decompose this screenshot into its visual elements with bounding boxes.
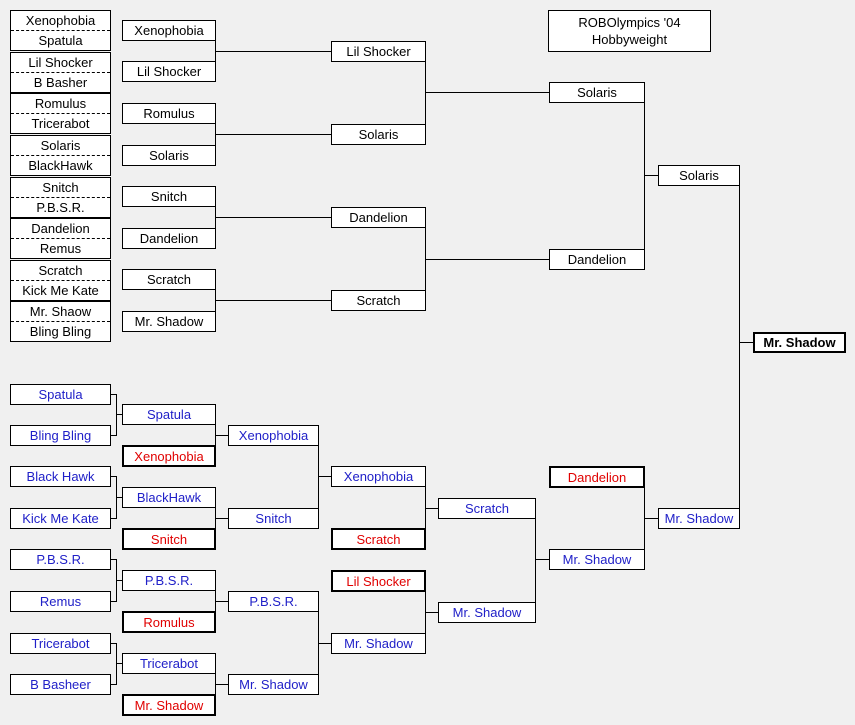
- losers-entrant: Spatula: [10, 384, 111, 405]
- competitor: Mr. Shaow: [11, 302, 110, 322]
- round3-winner: Scratch: [331, 290, 426, 311]
- losers-winner: Mr. Shadow: [228, 674, 319, 695]
- losers-entrant: Black Hawk: [10, 466, 111, 487]
- round2-winner: Lil Shocker: [122, 61, 216, 82]
- losers-entrant: Remus: [10, 591, 111, 612]
- round1-match: Dandelion Remus: [10, 218, 111, 259]
- round1-match: Snitch P.B.S.R.: [10, 177, 111, 218]
- competitor: Bling Bling: [29, 324, 92, 339]
- losers-entrant: Tricerabot: [10, 633, 111, 654]
- round2-winner: Scratch: [122, 269, 216, 290]
- round4-winner: Dandelion: [549, 249, 645, 270]
- round1-match: Mr. Shaow Bling Bling: [10, 301, 111, 342]
- competitor: Snitch: [11, 178, 110, 198]
- competitor: Kick Me Kate: [22, 283, 99, 298]
- competitor: Romulus: [11, 94, 110, 114]
- losers-dropin: Romulus: [122, 611, 216, 633]
- losers-dropin: Xenophobia: [122, 445, 216, 467]
- losers-winner: Spatula: [122, 404, 216, 425]
- round2-winner: Snitch: [122, 186, 216, 207]
- losers-dropin: Mr. Shadow: [122, 694, 216, 716]
- winners-final-winner: Solaris: [658, 165, 740, 186]
- losers-dropin: Scratch: [331, 528, 426, 550]
- round1-match: Lil Shocker B Basher: [10, 52, 111, 93]
- tournament-title: ROBOlympics '04 Hobbyweight: [548, 10, 711, 52]
- round2-winner: Romulus: [122, 103, 216, 124]
- losers-entrant: B Basheer: [10, 674, 111, 695]
- round3-winner: Dandelion: [331, 207, 426, 228]
- competitor: P.B.S.R.: [36, 200, 85, 215]
- competitor: Xenophobia: [11, 11, 110, 31]
- losers-winner: Xenophobia: [331, 466, 426, 487]
- losers-dropin: Lil Shocker: [331, 570, 426, 592]
- losers-winner: Mr. Shadow: [549, 549, 645, 570]
- losers-entrant: P.B.S.R.: [10, 549, 111, 570]
- round2-winner: Dandelion: [122, 228, 216, 249]
- losers-winner: Mr. Shadow: [331, 633, 426, 654]
- round3-winner: Lil Shocker: [331, 41, 426, 62]
- losers-winner: Scratch: [438, 498, 536, 519]
- losers-dropin: Dandelion: [549, 466, 645, 488]
- round1-match: Solaris BlackHawk: [10, 135, 111, 176]
- losers-winner: P.B.S.R.: [228, 591, 319, 612]
- round1-match: Xenophobia Spatula: [10, 10, 111, 51]
- losers-winner: P.B.S.R.: [122, 570, 216, 591]
- title-line-1: ROBOlympics '04: [578, 15, 681, 30]
- round1-match: Romulus Tricerabot: [10, 93, 111, 134]
- competitor: Scratch: [11, 261, 110, 281]
- round2-winner: Solaris: [122, 145, 216, 166]
- losers-winner: Mr. Shadow: [438, 602, 536, 623]
- competitor: BlackHawk: [28, 158, 93, 173]
- losers-winner: Tricerabot: [122, 653, 216, 674]
- title-line-2: Hobbyweight: [591, 32, 668, 47]
- round2-winner: Mr. Shadow: [122, 311, 216, 332]
- competitor: Dandelion: [11, 219, 110, 239]
- round3-winner: Solaris: [331, 124, 426, 145]
- losers-winner: Snitch: [228, 508, 319, 529]
- competitor: Spatula: [38, 33, 83, 48]
- competitor: Solaris: [11, 136, 110, 156]
- losers-final-winner: Mr. Shadow: [658, 508, 740, 529]
- competitor: Lil Shocker: [11, 53, 110, 73]
- losers-entrant: Kick Me Kate: [10, 508, 111, 529]
- round2-winner: Xenophobia: [122, 20, 216, 41]
- champion: Mr. Shadow: [753, 332, 846, 353]
- round1-match: Scratch Kick Me Kate: [10, 260, 111, 301]
- losers-entrant: Bling Bling: [10, 425, 111, 446]
- losers-winner: BlackHawk: [122, 487, 216, 508]
- losers-dropin: Snitch: [122, 528, 216, 550]
- competitor: Remus: [39, 241, 82, 256]
- competitor: B Basher: [33, 75, 88, 90]
- losers-winner: Xenophobia: [228, 425, 319, 446]
- round4-winner: Solaris: [549, 82, 645, 103]
- competitor: Tricerabot: [31, 116, 90, 131]
